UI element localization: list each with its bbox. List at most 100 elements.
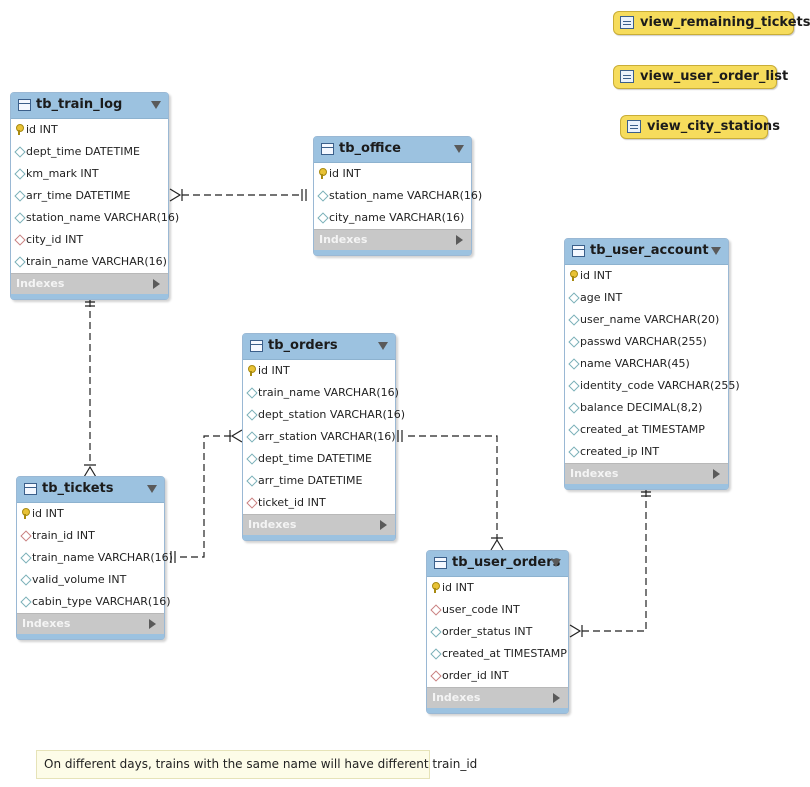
view-user-order-list[interactable]: view_user_order_list <box>613 65 788 89</box>
column-row[interactable]: km_mark INT <box>11 163 168 185</box>
collapse-arrow-icon[interactable] <box>711 247 721 255</box>
column-icon <box>14 168 26 180</box>
indexes-bar[interactable]: Indexes <box>314 229 471 250</box>
column-row[interactable]: user_code INT <box>427 599 568 621</box>
table-tb-train-log[interactable]: tb_train_log id INT dept_time DATETIME k… <box>10 92 179 300</box>
column-row[interactable]: cabin_type VARCHAR(16) <box>17 591 171 613</box>
foreign-key-icon <box>430 670 442 682</box>
view-icon <box>620 16 634 29</box>
indexes-bar[interactable]: Indexes <box>243 514 395 535</box>
column-row[interactable]: dept_time DATETIME <box>11 141 168 163</box>
column-icon <box>246 431 258 443</box>
indexes-bar[interactable]: Indexes <box>11 273 168 294</box>
expand-arrow-icon[interactable] <box>713 469 720 479</box>
column-row[interactable]: train_name VARCHAR(16) <box>11 251 168 273</box>
column-row[interactable]: dept_station VARCHAR(16) <box>243 404 405 426</box>
diagram-note[interactable]: On different days, trains with the same … <box>36 750 477 779</box>
column-row[interactable]: created_at TIMESTAMP <box>427 643 568 665</box>
column-row[interactable]: dept_time DATETIME <box>243 448 395 470</box>
column-row[interactable]: station_name VARCHAR(16) <box>314 185 482 207</box>
column-row[interactable]: city_id INT <box>11 229 168 251</box>
expand-arrow-icon[interactable] <box>149 619 156 629</box>
table-icon <box>18 99 31 111</box>
column-row[interactable]: age INT <box>565 287 728 309</box>
indexes-bar[interactable]: Indexes <box>17 613 164 634</box>
table-footer <box>11 294 168 299</box>
collapse-arrow-icon[interactable] <box>147 485 157 493</box>
column-text: station_name VARCHAR(16) <box>329 189 483 202</box>
column-text: id INT <box>26 123 58 136</box>
table-header[interactable]: tb_train_log <box>11 93 168 119</box>
column-row[interactable]: passwd VARCHAR(255) <box>565 331 728 353</box>
column-text: dept_time DATETIME <box>26 145 140 158</box>
column-row[interactable]: name VARCHAR(45) <box>565 353 728 375</box>
table-tb-orders[interactable]: tb_orders id INT train_name VARCHAR(16) … <box>242 333 405 541</box>
collapse-arrow-icon[interactable] <box>454 145 464 153</box>
primary-key-icon <box>15 124 24 135</box>
column-text: id INT <box>580 269 612 282</box>
column-row[interactable]: station_name VARCHAR(16) <box>11 207 179 229</box>
one-mark-office <box>301 189 307 201</box>
table-tb-user-account[interactable]: tb_user_account id INT age INT user_name… <box>564 238 740 490</box>
column-row[interactable]: identity_code VARCHAR(255) <box>565 375 740 397</box>
table-header[interactable]: tb_orders <box>243 334 395 360</box>
table-footer <box>427 708 568 713</box>
table-header[interactable]: tb_user_orders <box>427 551 568 577</box>
column-row[interactable]: order_status INT <box>427 621 568 643</box>
column-text: city_name VARCHAR(16) <box>329 211 465 224</box>
view-city-stations[interactable]: view_city_stations <box>620 115 780 139</box>
table-tb-office[interactable]: tb_office id INT station_name VARCHAR(16… <box>313 136 482 256</box>
column-text: station_name VARCHAR(16) <box>26 211 180 224</box>
column-row[interactable]: created_ip INT <box>565 441 728 463</box>
column-row[interactable]: id INT <box>243 360 395 382</box>
column-text: id INT <box>258 364 290 377</box>
column-row[interactable]: id INT <box>314 163 471 185</box>
column-row[interactable]: id INT <box>17 503 164 525</box>
column-row[interactable]: id INT <box>427 577 568 599</box>
column-row[interactable]: arr_time DATETIME <box>243 470 395 492</box>
table-header[interactable]: tb_user_account <box>565 239 728 265</box>
indexes-bar[interactable]: Indexes <box>565 463 728 484</box>
table-header[interactable]: tb_tickets <box>17 477 164 503</box>
table-icon <box>321 143 334 155</box>
indexes-label: Indexes <box>570 467 619 480</box>
collapse-arrow-icon[interactable] <box>151 101 161 109</box>
column-row[interactable]: arr_station VARCHAR(16) <box>243 426 396 448</box>
column-text: arr_station VARCHAR(16) <box>258 430 396 443</box>
indexes-bar[interactable]: Indexes <box>427 687 568 708</box>
column-row[interactable]: id INT <box>11 119 168 141</box>
column-icon <box>246 387 258 399</box>
expand-arrow-icon[interactable] <box>380 520 387 530</box>
table-tb-user-orders[interactable]: tb_user_orders id INT user_code INT orde… <box>426 550 569 714</box>
column-row[interactable]: arr_time DATETIME <box>11 185 168 207</box>
column-row[interactable]: train_id INT <box>17 525 164 547</box>
column-row[interactable]: ticket_id INT <box>243 492 395 514</box>
column-text: dept_time DATETIME <box>258 452 372 465</box>
view-remaining-tickets[interactable]: view_remaining_tickets <box>613 11 810 35</box>
expand-arrow-icon[interactable] <box>153 279 160 289</box>
column-row[interactable]: city_name VARCHAR(16) <box>314 207 471 229</box>
collapse-arrow-icon[interactable] <box>551 559 561 567</box>
foreign-key-icon <box>20 530 32 542</box>
view-icon <box>627 120 641 133</box>
column-text: train_name VARCHAR(16) <box>258 386 399 399</box>
column-row[interactable]: order_id INT <box>427 665 568 687</box>
table-header[interactable]: tb_office <box>314 137 471 163</box>
column-text: id INT <box>442 581 474 594</box>
column-row[interactable]: created_at TIMESTAMP <box>565 419 728 441</box>
column-row[interactable]: balance DECIMAL(8,2) <box>565 397 728 419</box>
primary-key-icon <box>247 365 256 376</box>
primary-key-icon <box>318 168 327 179</box>
column-icon <box>568 402 580 414</box>
column-row[interactable]: train_name VARCHAR(16) <box>17 547 173 569</box>
collapse-arrow-icon[interactable] <box>378 342 388 350</box>
column-row[interactable]: id INT <box>565 265 728 287</box>
view-icon <box>620 70 634 83</box>
column-row[interactable]: train_name VARCHAR(16) <box>243 382 399 404</box>
expand-arrow-icon[interactable] <box>553 693 560 703</box>
table-tb-tickets[interactable]: tb_tickets id INT train_id INT train_nam… <box>16 476 173 640</box>
table-title: tb_office <box>339 141 401 156</box>
expand-arrow-icon[interactable] <box>456 235 463 245</box>
column-row[interactable]: valid_volume INT <box>17 569 164 591</box>
column-row[interactable]: user_name VARCHAR(20) <box>565 309 728 331</box>
